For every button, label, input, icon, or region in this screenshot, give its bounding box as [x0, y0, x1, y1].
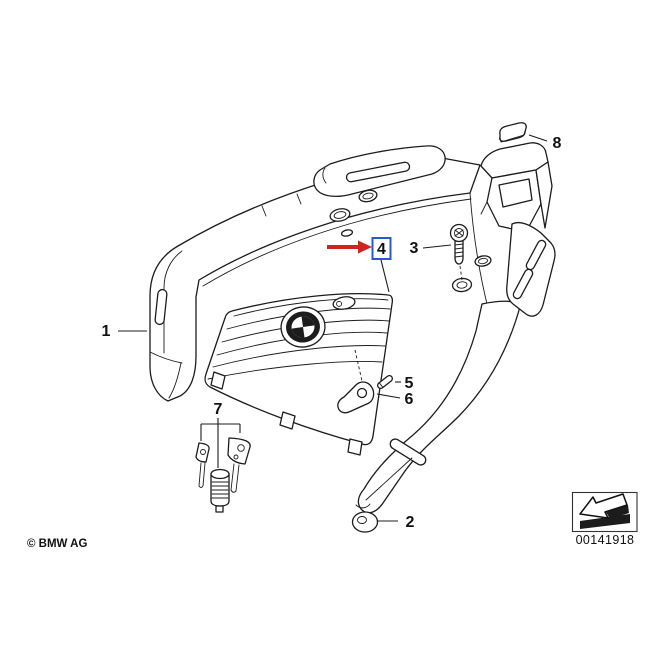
diagram-id-block: 00141918: [571, 491, 638, 547]
callout-4-label[interactable]: 4: [377, 241, 386, 258]
rack-right-arm: [355, 300, 522, 514]
footer: © BMW AG 00141918: [27, 491, 638, 550]
pin-part-5: [377, 374, 393, 390]
lock-set-part-7: [195, 418, 251, 513]
callout-7-label[interactable]: 7: [214, 401, 223, 418]
callout-3-label[interactable]: 3: [410, 240, 419, 257]
direction-arrow-icon: [579, 493, 630, 529]
callout-5-label[interactable]: 5: [405, 375, 414, 392]
cover-plate-part-4: [204, 293, 394, 456]
highlight-arrow-icon: [327, 240, 372, 254]
copyright-text: © BMW AG: [27, 538, 87, 550]
callout-3-leader: [422, 244, 452, 249]
callout-7-bracket: [200, 418, 241, 468]
callout-8-leader: [528, 134, 548, 142]
grommet-part-2: [351, 511, 379, 533]
callout-6-label[interactable]: 6: [405, 391, 414, 408]
rear-mount-block: [480, 142, 553, 233]
diagram-id-text: 00141918: [576, 533, 635, 547]
callout-4-leader: [380, 259, 390, 293]
bracket-part-6: [337, 349, 375, 414]
pad-strip-part-8: [499, 122, 527, 143]
callouts: 1 2 3 4 5 6 7 8: [102, 134, 562, 531]
bmw-roundel-icon: [280, 306, 326, 348]
callout-6-leader: [376, 393, 401, 399]
highlighted-part-marker[interactable]: [371, 237, 392, 260]
callout-1-label[interactable]: 1: [102, 323, 111, 340]
screw-part-3: [449, 223, 469, 281]
callout-2-label[interactable]: 2: [406, 514, 415, 531]
rack-frame-part: [149, 157, 492, 402]
callout-8-label[interactable]: 8: [553, 135, 562, 152]
screw-hole: [451, 277, 473, 293]
handle-pad-part: [313, 145, 446, 197]
side-slotted-bracket: [506, 221, 556, 317]
